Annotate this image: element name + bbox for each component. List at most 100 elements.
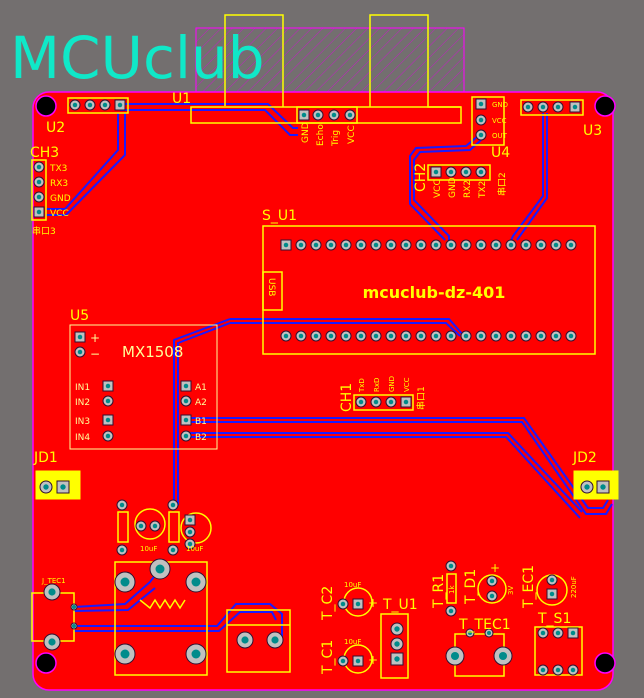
round-pad — [460, 166, 472, 178]
round-pad — [280, 330, 292, 342]
mounting-hole — [35, 95, 57, 117]
round-pad — [535, 239, 547, 251]
u2-ref: U2 — [46, 120, 65, 136]
round-pad — [415, 239, 427, 251]
round-pad — [135, 520, 147, 532]
square-pad — [280, 239, 292, 251]
t-s1-ref: T_S1 — [537, 611, 571, 627]
t-r1-ref: T_R1 — [431, 574, 447, 609]
round-pad — [185, 571, 207, 593]
mounting-hole — [594, 95, 616, 117]
square-pad — [180, 380, 192, 392]
c-right-value: 10uF — [186, 545, 203, 553]
round-pad — [33, 191, 45, 203]
s-u1-ref: S_U1 — [262, 208, 297, 224]
usb-label: USB — [266, 278, 276, 296]
ch2-caption: 串口2 — [497, 172, 508, 196]
round-pad — [74, 346, 86, 358]
round-pad — [552, 627, 564, 639]
round-pad — [337, 598, 349, 610]
t-d1-ref: T_D1 — [463, 569, 479, 605]
round-pad — [567, 664, 579, 676]
logo: MCUclub — [10, 24, 265, 92]
u4-pin-out: OUT — [492, 132, 508, 140]
round-pad — [490, 239, 502, 251]
ch2-pin-vcc: VCC — [433, 179, 443, 198]
round-pad — [266, 631, 284, 649]
square-pad — [546, 588, 558, 600]
round-pad — [546, 574, 558, 586]
j-tec1-ref: J_TEC1 — [41, 577, 66, 585]
jd2-terminal-body — [573, 470, 619, 500]
round-pad — [312, 109, 324, 121]
t-tec1-ref: T_TEC1 — [458, 617, 511, 633]
square-pad — [430, 166, 442, 178]
round-pad — [484, 628, 494, 638]
round-pad — [102, 430, 114, 442]
round-pad — [236, 631, 254, 649]
round-pad — [116, 499, 128, 511]
round-pad — [537, 627, 549, 639]
round-pad — [552, 101, 564, 113]
c-left-value: 10uF — [140, 545, 157, 553]
round-pad — [33, 161, 45, 173]
round-pad — [490, 330, 502, 342]
round-pad — [33, 176, 45, 188]
round-pad — [325, 239, 337, 251]
round-pad — [69, 99, 81, 111]
u5-in3: IN3 — [75, 417, 90, 427]
round-pad — [370, 330, 382, 342]
round-pad — [116, 544, 128, 556]
round-pad — [149, 520, 161, 532]
u5-b2: B2 — [195, 433, 207, 443]
u5-plus: + — [90, 331, 100, 345]
round-pad — [180, 430, 192, 442]
ch1-pin-rxd: RxD — [373, 378, 381, 392]
square-pad — [596, 480, 610, 494]
u5-in2: IN2 — [75, 398, 90, 408]
ch1-ref: CH1 — [339, 383, 355, 412]
square-pad — [74, 331, 86, 343]
ch2-ref: CH2 — [413, 163, 429, 192]
jd1-ref: JD1 — [33, 450, 58, 466]
round-pad — [99, 99, 111, 111]
u4-ref: U4 — [491, 145, 510, 161]
round-pad — [390, 637, 404, 651]
square-pad — [352, 655, 364, 667]
t-c2-plus-mark: + — [368, 596, 378, 610]
t-r1-value: 1k — [448, 585, 456, 594]
ch3-caption: 串口3 — [32, 226, 56, 237]
ch3-pin-vcc: VCC — [50, 209, 69, 219]
round-pad — [430, 330, 442, 342]
square-pad — [33, 206, 45, 218]
round-pad — [84, 99, 96, 111]
u5-a1: A1 — [195, 383, 207, 393]
round-pad — [70, 622, 78, 630]
ch3-pin-tx3: TX3 — [49, 164, 67, 174]
square-pad — [352, 598, 364, 610]
pads — [33, 98, 610, 676]
round-pad — [445, 605, 457, 617]
round-pad — [310, 239, 322, 251]
ch1-pin-txd: TxD — [358, 378, 366, 393]
round-pad — [167, 499, 179, 511]
square-pad — [184, 514, 196, 526]
round-pad — [340, 330, 352, 342]
t-c2-ref: T_C2 — [320, 586, 336, 621]
t-d1-plus-mark: + — [490, 561, 500, 575]
round-pad — [445, 330, 457, 342]
square-pad — [114, 99, 126, 111]
u5-minus: − — [90, 347, 100, 361]
round-pad — [565, 239, 577, 251]
square-pad — [102, 414, 114, 426]
round-pad — [415, 330, 427, 342]
round-pad — [537, 101, 549, 113]
t-c1-value: 10uF — [344, 638, 361, 646]
round-pad — [180, 395, 192, 407]
round-pad — [460, 330, 472, 342]
round-pad — [505, 330, 517, 342]
square-pad — [569, 101, 581, 113]
round-pad — [493, 646, 513, 666]
round-pad — [475, 239, 487, 251]
